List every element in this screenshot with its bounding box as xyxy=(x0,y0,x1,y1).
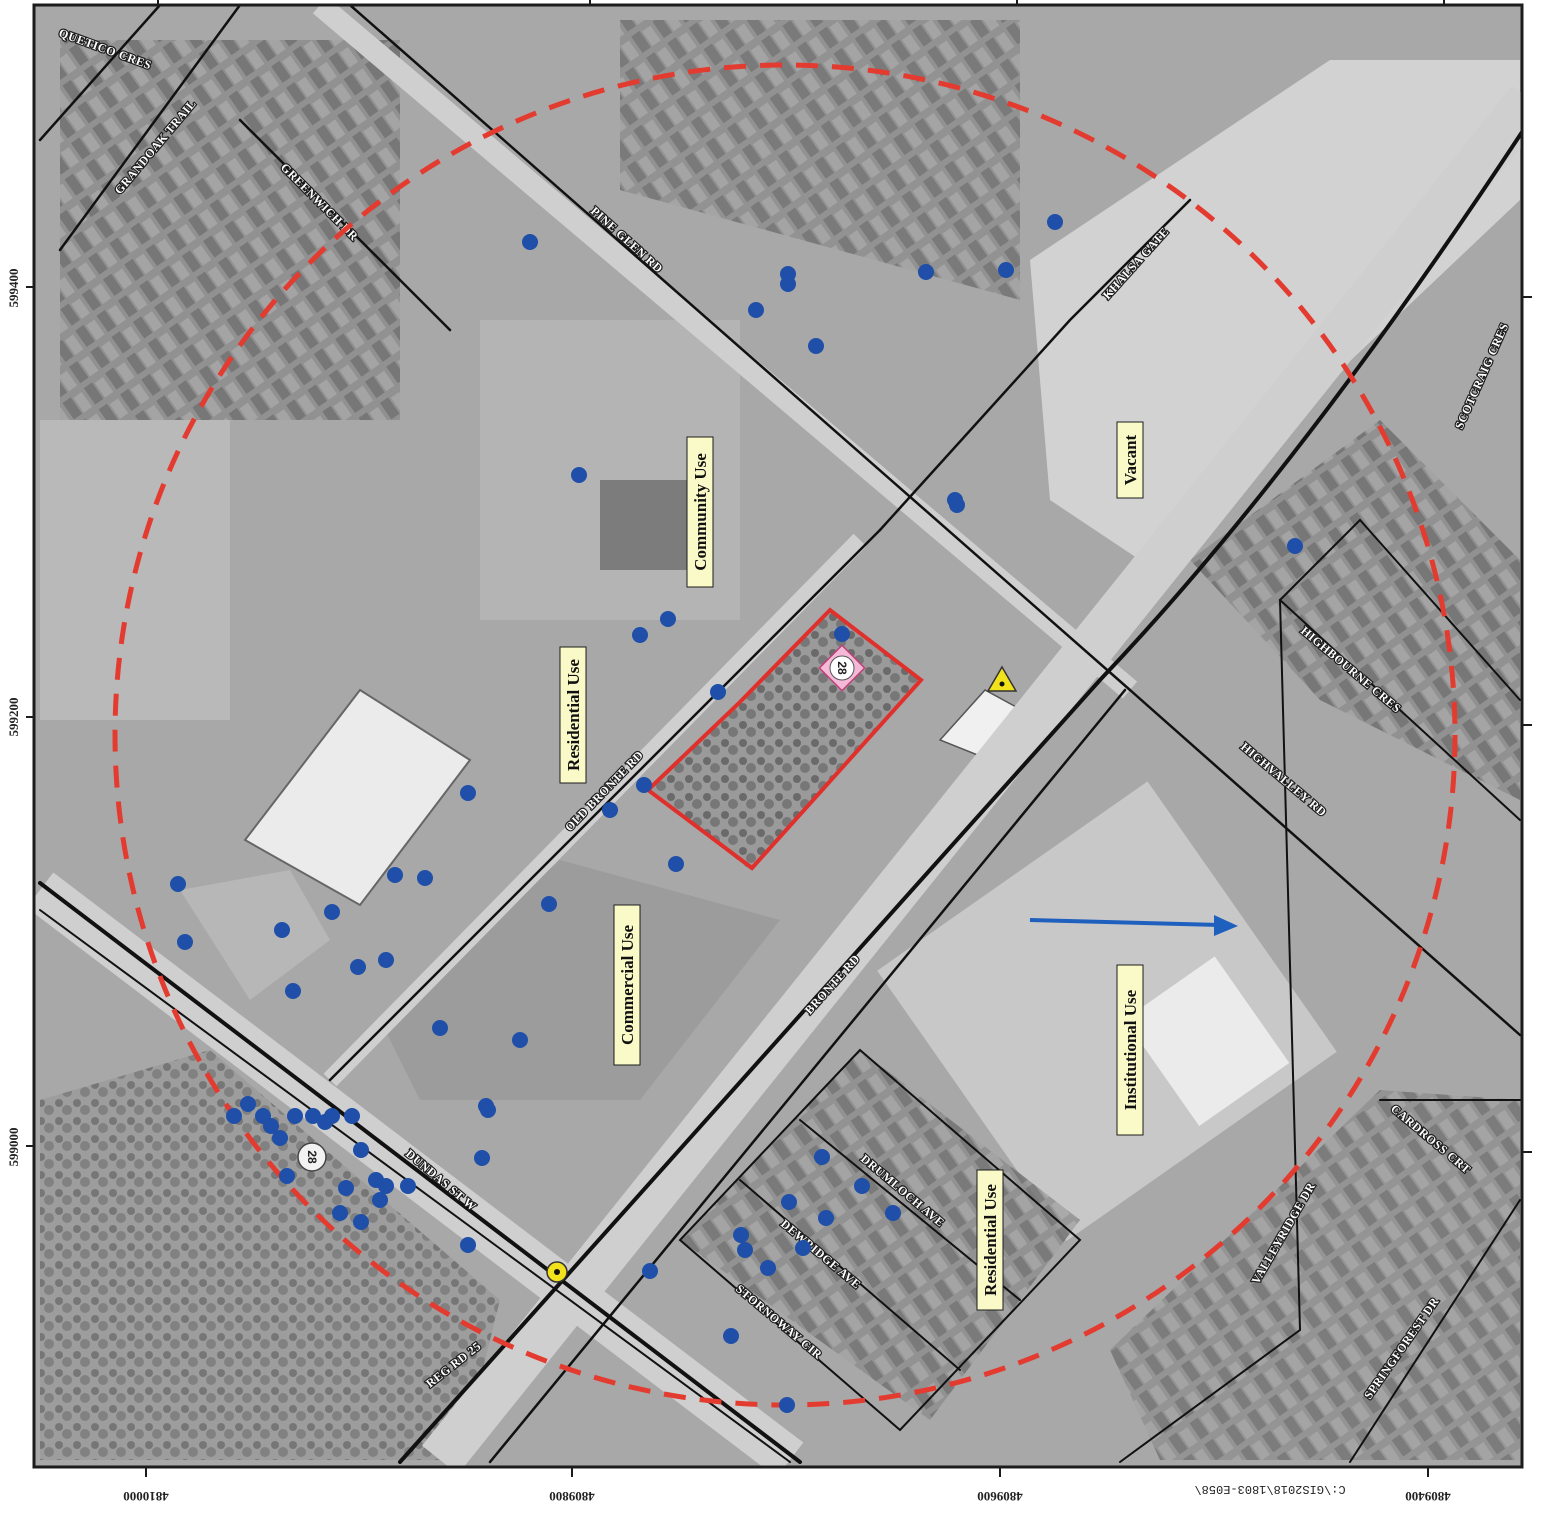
record-point xyxy=(378,1178,394,1194)
record-point xyxy=(512,1032,528,1048)
record-point xyxy=(338,1180,354,1196)
record-point xyxy=(344,1108,360,1124)
grid-label: 4809600 xyxy=(977,1489,1023,1504)
record-point xyxy=(263,1118,279,1134)
grid-labels-bottom: 4810000 4809800 4809600 4809400 C:\GIS20… xyxy=(123,1482,1451,1504)
grid-label: 599000 xyxy=(6,1128,21,1167)
record-point xyxy=(240,1096,256,1112)
land-use-label: Vacant xyxy=(1116,421,1144,499)
record-point xyxy=(460,785,476,801)
svg-text:28: 28 xyxy=(835,661,849,675)
grid-label: 4810000 xyxy=(123,1489,169,1504)
site-badge-icon: 28 xyxy=(818,644,866,692)
record-point xyxy=(372,1192,388,1208)
record-point xyxy=(818,1210,834,1226)
record-point xyxy=(795,1240,811,1256)
record-point xyxy=(808,338,824,354)
record-point xyxy=(400,1178,416,1194)
record-point xyxy=(723,1328,739,1344)
record-point xyxy=(854,1178,870,1194)
record-point xyxy=(460,1237,476,1253)
record-point xyxy=(177,934,193,950)
svg-text:28: 28 xyxy=(305,1150,319,1164)
svg-text:Vacant: Vacant xyxy=(1121,434,1140,485)
record-point xyxy=(602,802,618,818)
record-point xyxy=(387,867,403,883)
record-point xyxy=(350,959,366,975)
record-point xyxy=(668,856,684,872)
aerial-photo xyxy=(34,5,1522,1467)
land-use-label: Commercial Use xyxy=(613,904,641,1066)
record-point xyxy=(636,777,652,793)
record-point xyxy=(571,467,587,483)
record-point xyxy=(949,497,965,513)
record-point xyxy=(998,262,1014,278)
land-use-label: Community Use xyxy=(686,436,714,588)
land-use-label: Residential Use xyxy=(559,646,587,784)
grid-ticks xyxy=(26,0,1532,1477)
record-point xyxy=(660,611,676,627)
file-path: C:\GIS2018\1803-E058\ xyxy=(1194,1482,1345,1496)
record-point xyxy=(834,626,850,642)
record-point xyxy=(780,276,796,292)
svg-text:Institutional Use: Institutional Use xyxy=(1121,989,1140,1110)
record-point xyxy=(918,264,934,280)
svg-text:Commercial Use: Commercial Use xyxy=(618,925,637,1046)
record-point xyxy=(733,1227,749,1243)
grid-label: 599400 xyxy=(6,269,21,308)
record-point xyxy=(737,1242,753,1258)
yellow-point-icon xyxy=(546,1261,568,1283)
record-point xyxy=(748,302,764,318)
record-point xyxy=(287,1108,303,1124)
record-point xyxy=(885,1205,901,1221)
grid-label: 4809800 xyxy=(549,1489,595,1504)
record-point xyxy=(522,234,538,250)
record-points-layer xyxy=(170,214,1303,1413)
record-point xyxy=(781,1194,797,1210)
record-point xyxy=(474,1150,490,1166)
record-point xyxy=(226,1108,242,1124)
record-point xyxy=(432,1020,448,1036)
record-point xyxy=(1047,214,1063,230)
record-point xyxy=(305,1108,321,1124)
grid-label: 4809400 xyxy=(1405,1489,1451,1504)
record-point xyxy=(779,1397,795,1413)
road-network xyxy=(38,5,1522,1464)
record-point xyxy=(279,1168,295,1184)
record-point xyxy=(324,904,340,920)
record-point xyxy=(710,684,726,700)
land-use-label: Institutional Use xyxy=(1116,964,1144,1136)
warning-triangle-icon xyxy=(986,665,1018,692)
record-point xyxy=(353,1142,369,1158)
record-point xyxy=(642,1263,658,1279)
record-point xyxy=(170,876,186,892)
record-point xyxy=(632,627,648,643)
record-point xyxy=(285,983,301,999)
record-point xyxy=(417,870,433,886)
svg-text:Residential Use: Residential Use xyxy=(564,659,583,771)
grid-label: 599200 xyxy=(6,698,21,737)
record-point xyxy=(332,1205,348,1221)
record-point xyxy=(480,1102,496,1118)
svg-text:Residential Use: Residential Use xyxy=(981,1184,1000,1296)
svg-text:Community Use: Community Use xyxy=(691,453,710,571)
record-point xyxy=(1287,538,1303,554)
record-point xyxy=(272,1130,288,1146)
record-point xyxy=(378,952,394,968)
site-badge-icon: 28 xyxy=(297,1142,327,1172)
record-point xyxy=(814,1149,830,1165)
map-frame xyxy=(32,3,1524,1469)
record-point xyxy=(324,1108,340,1124)
record-point xyxy=(760,1260,776,1276)
record-point xyxy=(353,1214,369,1230)
land-use-labels: Community Use Vacant Residential Use Com… xyxy=(559,421,1144,1311)
flow-direction-arrow-icon xyxy=(1029,915,1238,936)
land-use-label: Residential Use xyxy=(976,1169,1004,1311)
record-point xyxy=(274,922,290,938)
record-point xyxy=(541,896,557,912)
site-boundary xyxy=(644,607,924,871)
grid-labels-left: 599400 599200 599000 xyxy=(6,269,21,1167)
